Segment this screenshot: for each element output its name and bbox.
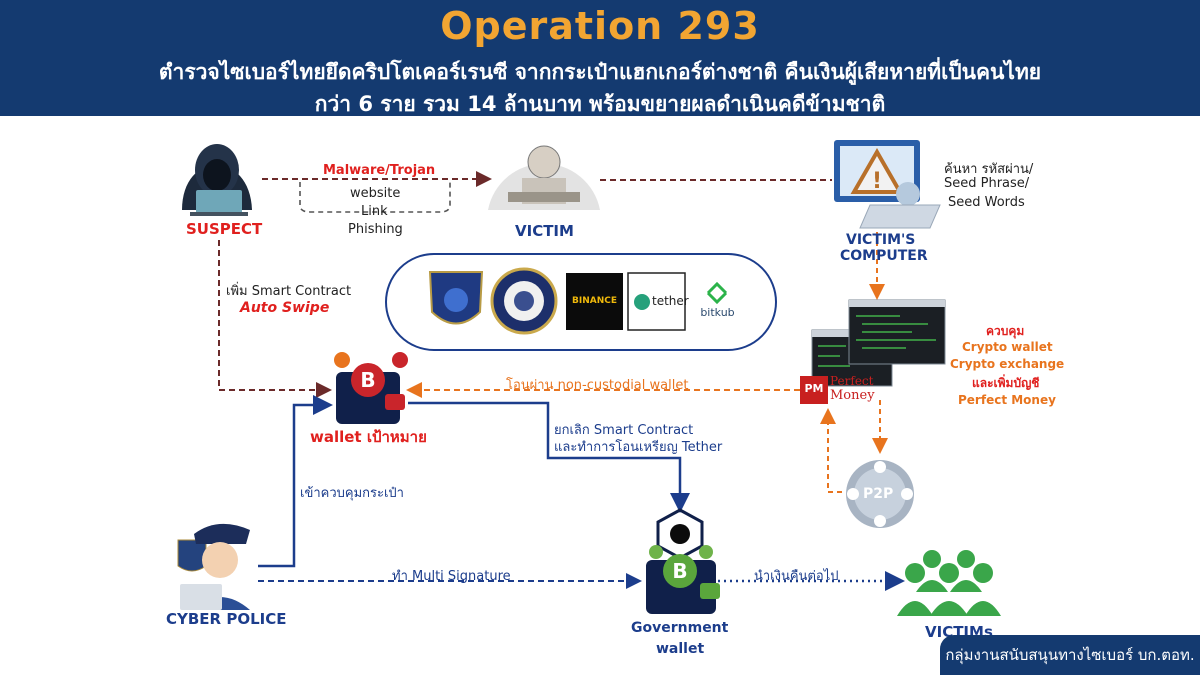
transfer-label: โอนผ่าน non-custodial wallet [506,378,689,393]
malware-label: Malware/Trojan [323,163,436,178]
victims-computer-label-2: COMPUTER [840,248,928,264]
multisig-label: ทำ Multi Signature [392,569,511,584]
pm-mark-text: PM [804,382,824,395]
subtitle-line-1: ตำรวจไซเบอร์ไทยยึดคริปโตเคอร์เรนซี จากกร… [158,60,1042,84]
government-wallet-label-2: wallet [656,641,705,657]
victims-computer-label-1: VICTIM'S [846,232,916,248]
control-label-2: Crypto wallet [962,340,1053,354]
p2p-text: P2P [863,486,894,502]
search-label-1: ค้นหา รหัสผ่าน/ [944,162,1034,177]
suspect-label: SUSPECT [186,220,263,238]
target-wallet-icon: B [334,352,408,424]
svg-text:!: ! [872,169,882,194]
page-title: Operation 293 [440,4,760,48]
target-wallet-label: wallet เป้าหมาย [310,428,427,446]
control-label-3: Crypto exchange [950,357,1065,371]
cancel-contract-arrow [408,401,690,513]
search-label-3: Seed Words [948,195,1025,210]
bitkub-mark-icon [706,281,728,305]
search-label-2: Seed Phrase/ [944,176,1030,191]
tether-text: tether [652,294,689,308]
cancel-contract-label-2: และทำการโอนเหรียญ Tether [554,440,723,455]
return-label: นำเงินคืนต่อไป [754,569,839,584]
auto-swipe-label: Auto Swipe [240,300,330,316]
suspect-wallet-line [218,240,332,398]
terminal-screens-icon [811,299,946,387]
fbi-seal-logo [490,267,558,335]
suspect-icon [182,144,252,216]
control-label-5: Perfect Money [958,393,1056,407]
website-label: website [350,186,401,201]
svg-text:B: B [360,368,375,392]
pm-logo-mark [800,376,828,404]
header-banner: Operation 293 ตำรวจไซเบอร์ไทยยึดคริปโตเค… [0,0,1200,116]
victims-group-icon [897,550,1001,616]
binance-logo [566,273,623,330]
victim-label: VICTIM [515,222,574,240]
phishing-bracket [299,182,451,213]
victim-icon [488,145,600,210]
control-label-4: และเพิ่มบัญชี [972,376,1040,390]
cyber-police-icon [177,523,250,610]
cyber-police-label: CYBER POLICE [166,610,287,628]
cancel-contract-label-1: ยกเลิก Smart Contract [554,423,694,438]
tether-logo [627,272,686,331]
government-wallet-icon: B [646,508,720,614]
bitkub-text: bitkub [700,306,735,319]
seize-wallet-arrow [258,395,333,568]
seize-label: เข้าควบคุมกระเป๋า [300,486,404,501]
add-contract-label: เพิ่ม Smart Contract [226,284,352,299]
tether-mark-icon [634,294,650,310]
government-wallet-label-1: Government [631,620,729,636]
control-label-1: ควบคุม [986,324,1025,338]
computer-warning-icon: ! [834,140,941,229]
link-label: Link [361,204,388,219]
pm-text-2: Money [830,388,875,403]
p2p-coin-icon [846,460,914,528]
police-badge-logo [428,271,484,325]
p2p-pm-arrow [820,408,842,493]
footer-credit: กลุ่มงานสนับสนุนทางไซเบอร์ บก.ตอท. [940,635,1200,675]
binance-text: BINANCE [572,296,617,306]
svg-text:B: B [672,559,687,583]
subtitle-line-2: กว่า 6 ราย รวม 14 ล้านบาท พร้อมขยายผลดำเ… [314,92,886,116]
phishing-label: Phishing [348,222,403,237]
pm-text-1: Perfect [830,374,874,388]
